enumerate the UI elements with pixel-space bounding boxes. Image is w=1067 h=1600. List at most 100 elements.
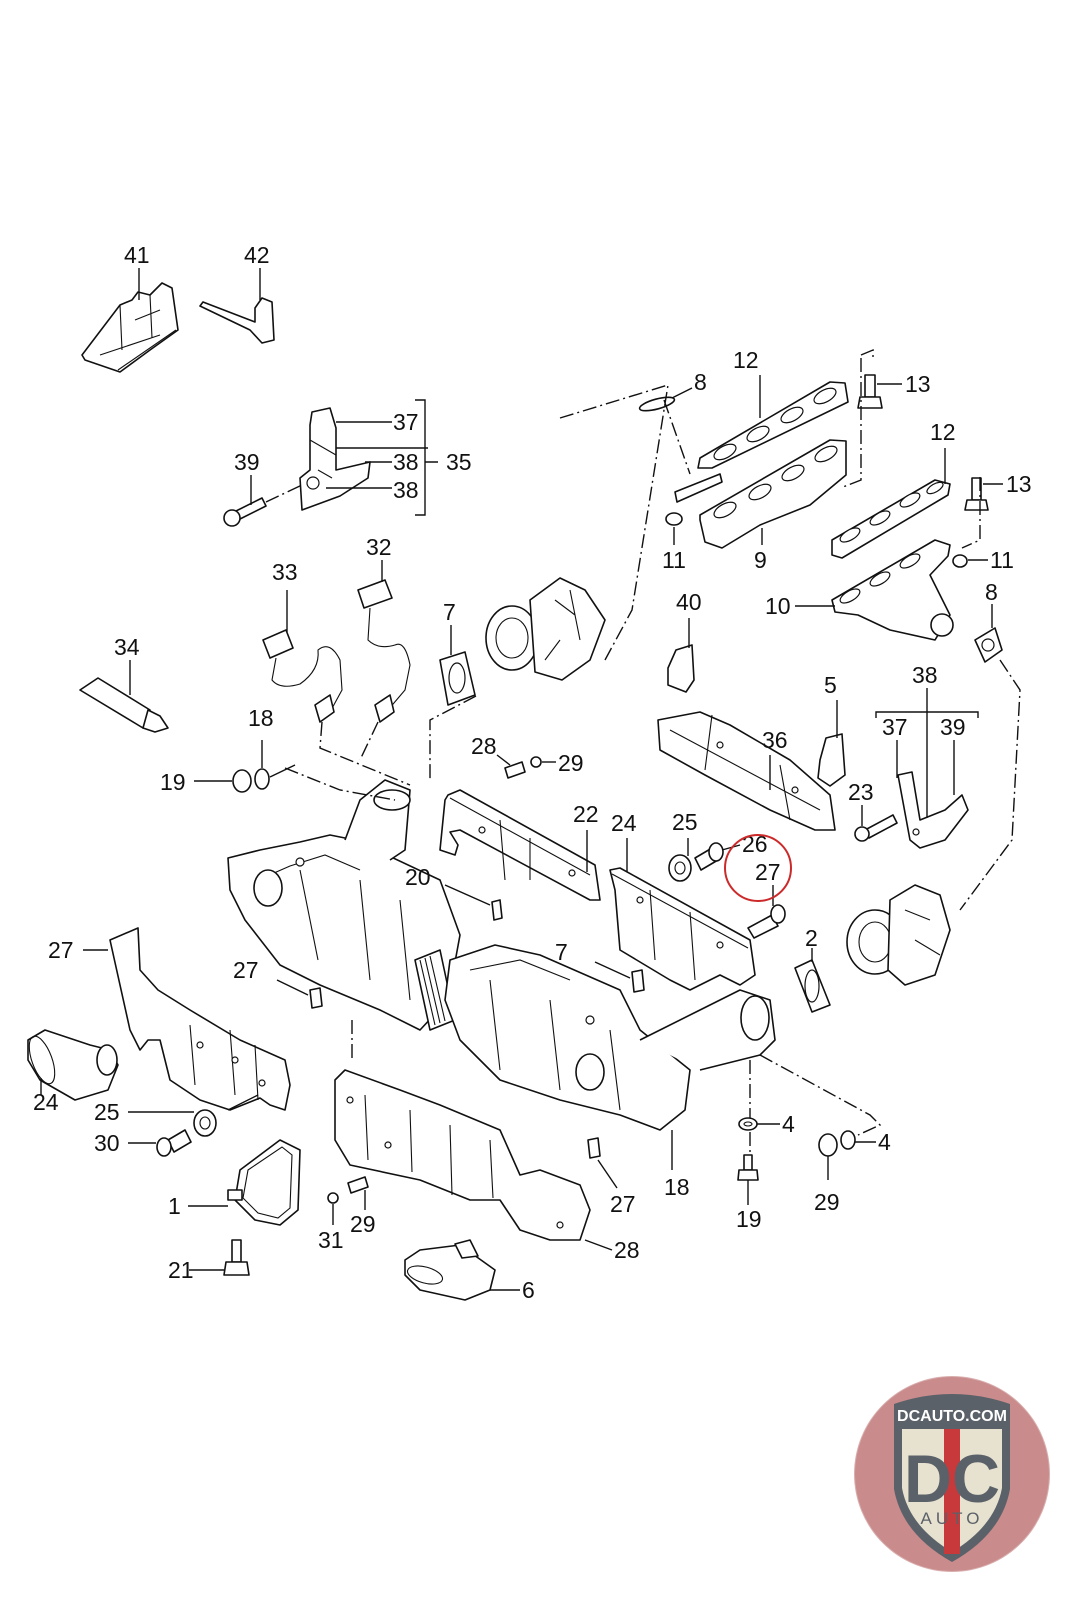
part-11-nut-right[interactable] (952, 554, 968, 568)
callout-29: 29 (558, 750, 584, 776)
callout-38: 37 (882, 714, 908, 740)
callout-22: 22 (573, 801, 599, 827)
part-34-paste-tube[interactable] (79, 677, 169, 733)
callout-18: 4 (878, 1129, 891, 1155)
callout-37: 37 (393, 409, 419, 435)
callout-12: 12 (930, 419, 956, 445)
part-20-heat-shield[interactable] (109, 927, 291, 1111)
part-12-gasket-right[interactable] (831, 479, 951, 559)
part-2-tailpipe[interactable] (24, 1029, 119, 1101)
part-28-sleeve-lower[interactable] (347, 1176, 369, 1194)
callout-19: 29 (814, 1189, 840, 1215)
callout-21: 28 (614, 1237, 640, 1263)
callout-24: 25 (672, 809, 698, 835)
part-24-bushing-middle[interactable] (668, 854, 692, 882)
part-29-nut-lower[interactable] (327, 1192, 339, 1204)
callout-5: 36 (762, 727, 788, 753)
callout-37: 39 (940, 714, 966, 740)
part-10-manifold-right[interactable] (831, 539, 954, 641)
part-9-manifold-left[interactable] (674, 439, 847, 549)
callout-13: 13 (905, 371, 931, 397)
part-18-washer-upper[interactable] (254, 768, 270, 790)
part-35-bracket-assembly[interactable] (299, 407, 371, 511)
callout-8: 8 (985, 579, 998, 605)
callout-8: 8 (694, 369, 707, 395)
callout-32: 32 (366, 534, 392, 560)
part-31-bolt[interactable] (737, 1154, 759, 1181)
callout-31: 19 (736, 1206, 762, 1232)
part-25-bolt-lower[interactable] (156, 1129, 192, 1157)
part-40-bracket-lower[interactable] (817, 733, 846, 787)
part-39-bolt-lower[interactable] (854, 814, 898, 842)
logo-stripe (944, 1429, 960, 1554)
callout-40: 40 (676, 589, 702, 615)
turbocharger-lower[interactable] (846, 884, 951, 986)
callout-27: 27 (233, 957, 259, 983)
part-27-clip-a[interactable] (491, 899, 503, 921)
callout-42: 42 (244, 242, 270, 268)
part-26-bolt[interactable] (747, 904, 786, 939)
callout-41: 41 (124, 242, 150, 268)
part-7-gasket-lower[interactable] (794, 959, 831, 1013)
part-5-heat-shield[interactable] (657, 711, 836, 831)
callout-26: 27 (755, 859, 781, 885)
part-3-tailpipe[interactable] (404, 1239, 496, 1301)
part-25-bolt-middle[interactable] (694, 842, 724, 871)
part-29-nut-upper[interactable] (530, 756, 542, 768)
part-40-bracket-upper[interactable] (667, 644, 695, 693)
callout-13: 13 (1006, 471, 1032, 497)
callout-2: 24 (33, 1089, 59, 1115)
part-24-bushing-lower[interactable] (193, 1109, 217, 1137)
callout-4: 1 (168, 1193, 181, 1219)
callout-1: 18 (664, 1174, 690, 1200)
callout-10: 10 (765, 593, 791, 619)
part-28-sleeve-upper[interactable] (504, 761, 526, 779)
part-36-bracket-assembly[interactable] (897, 771, 969, 849)
part-39-bolt[interactable] (223, 497, 267, 527)
callout-6: 21 (168, 1257, 194, 1283)
callout-23: 24 (611, 810, 637, 836)
callout-39: 23 (848, 779, 874, 805)
logo-top-text: DCAUTO.COM (897, 1408, 1007, 1425)
part-27-clip-d[interactable] (587, 1137, 601, 1159)
logo-sub-text: AUTO (921, 1509, 984, 1528)
callout-19: 19 (160, 769, 186, 795)
callout-28: 28 (471, 733, 497, 759)
callout-33: 33 (272, 559, 298, 585)
callout-11: 11 (662, 547, 686, 573)
part-41-bracket[interactable] (81, 282, 179, 373)
part-13-bolt-upper[interactable] (857, 374, 883, 409)
part-27-clip-c[interactable] (631, 969, 645, 993)
callout-11: 11 (990, 547, 1014, 573)
part-21-heat-shield[interactable] (334, 1069, 591, 1241)
part-13-bolt-lower[interactable] (964, 477, 989, 511)
part-4-clamp[interactable] (227, 1139, 301, 1226)
callout-12: 12 (733, 347, 759, 373)
turbocharger-upper[interactable] (485, 577, 606, 681)
callout-34: 34 (114, 634, 140, 660)
part-33-oxygen-sensor[interactable] (262, 629, 343, 723)
part-19-nut-upper[interactable] (232, 769, 252, 793)
part-8-gasket-upper[interactable] (638, 395, 676, 414)
part-12-gasket-left[interactable] (697, 381, 849, 469)
part-27-clip-b[interactable] (309, 987, 323, 1009)
callout-25: 30 (94, 1130, 120, 1156)
callout-24: 25 (94, 1099, 120, 1125)
part-1-exhaust-system[interactable] (227, 779, 776, 1131)
part-6-bolt[interactable] (223, 1239, 250, 1276)
callout-35: 35 (446, 449, 472, 475)
callout-28: 29 (350, 1211, 376, 1237)
part-22-heat-shield[interactable] (439, 789, 601, 901)
part-18-washer-lower[interactable] (840, 1130, 856, 1150)
part-23-heat-shield[interactable] (609, 867, 756, 991)
callout-7: 7 (443, 599, 456, 625)
part-32-oxygen-sensor[interactable] (357, 579, 411, 723)
part-11-nut-left[interactable] (665, 512, 683, 526)
part-7-gasket-upper[interactable] (439, 651, 476, 706)
callout-27: 7 (555, 939, 568, 965)
part-42-clip[interactable] (199, 297, 275, 344)
part-30-washer[interactable] (738, 1117, 758, 1131)
part-8-gasket-lower[interactable] (974, 627, 1003, 663)
part-19-nut-lower[interactable] (818, 1133, 838, 1157)
